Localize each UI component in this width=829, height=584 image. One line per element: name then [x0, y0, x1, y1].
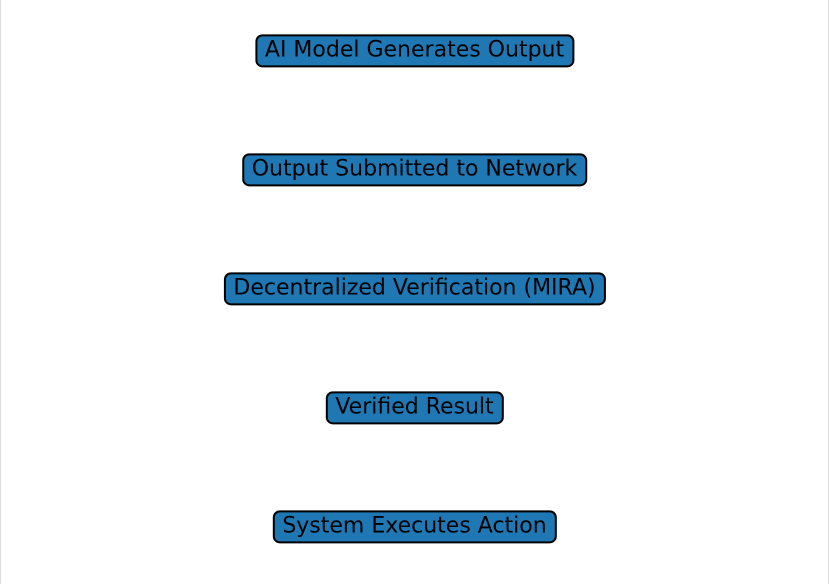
- flow-node-ai-model-generates-output: AI Model Generates Output: [254, 34, 575, 68]
- flow-node-verified-result: Verified Result: [325, 391, 504, 425]
- flow-node-system-executes-action: System Executes Action: [272, 510, 557, 544]
- flow-node-decentralized-verification-mira: Decentralized Verification (MIRA): [223, 272, 606, 306]
- flow-node-output-submitted-to-network: Output Submitted to Network: [241, 153, 588, 187]
